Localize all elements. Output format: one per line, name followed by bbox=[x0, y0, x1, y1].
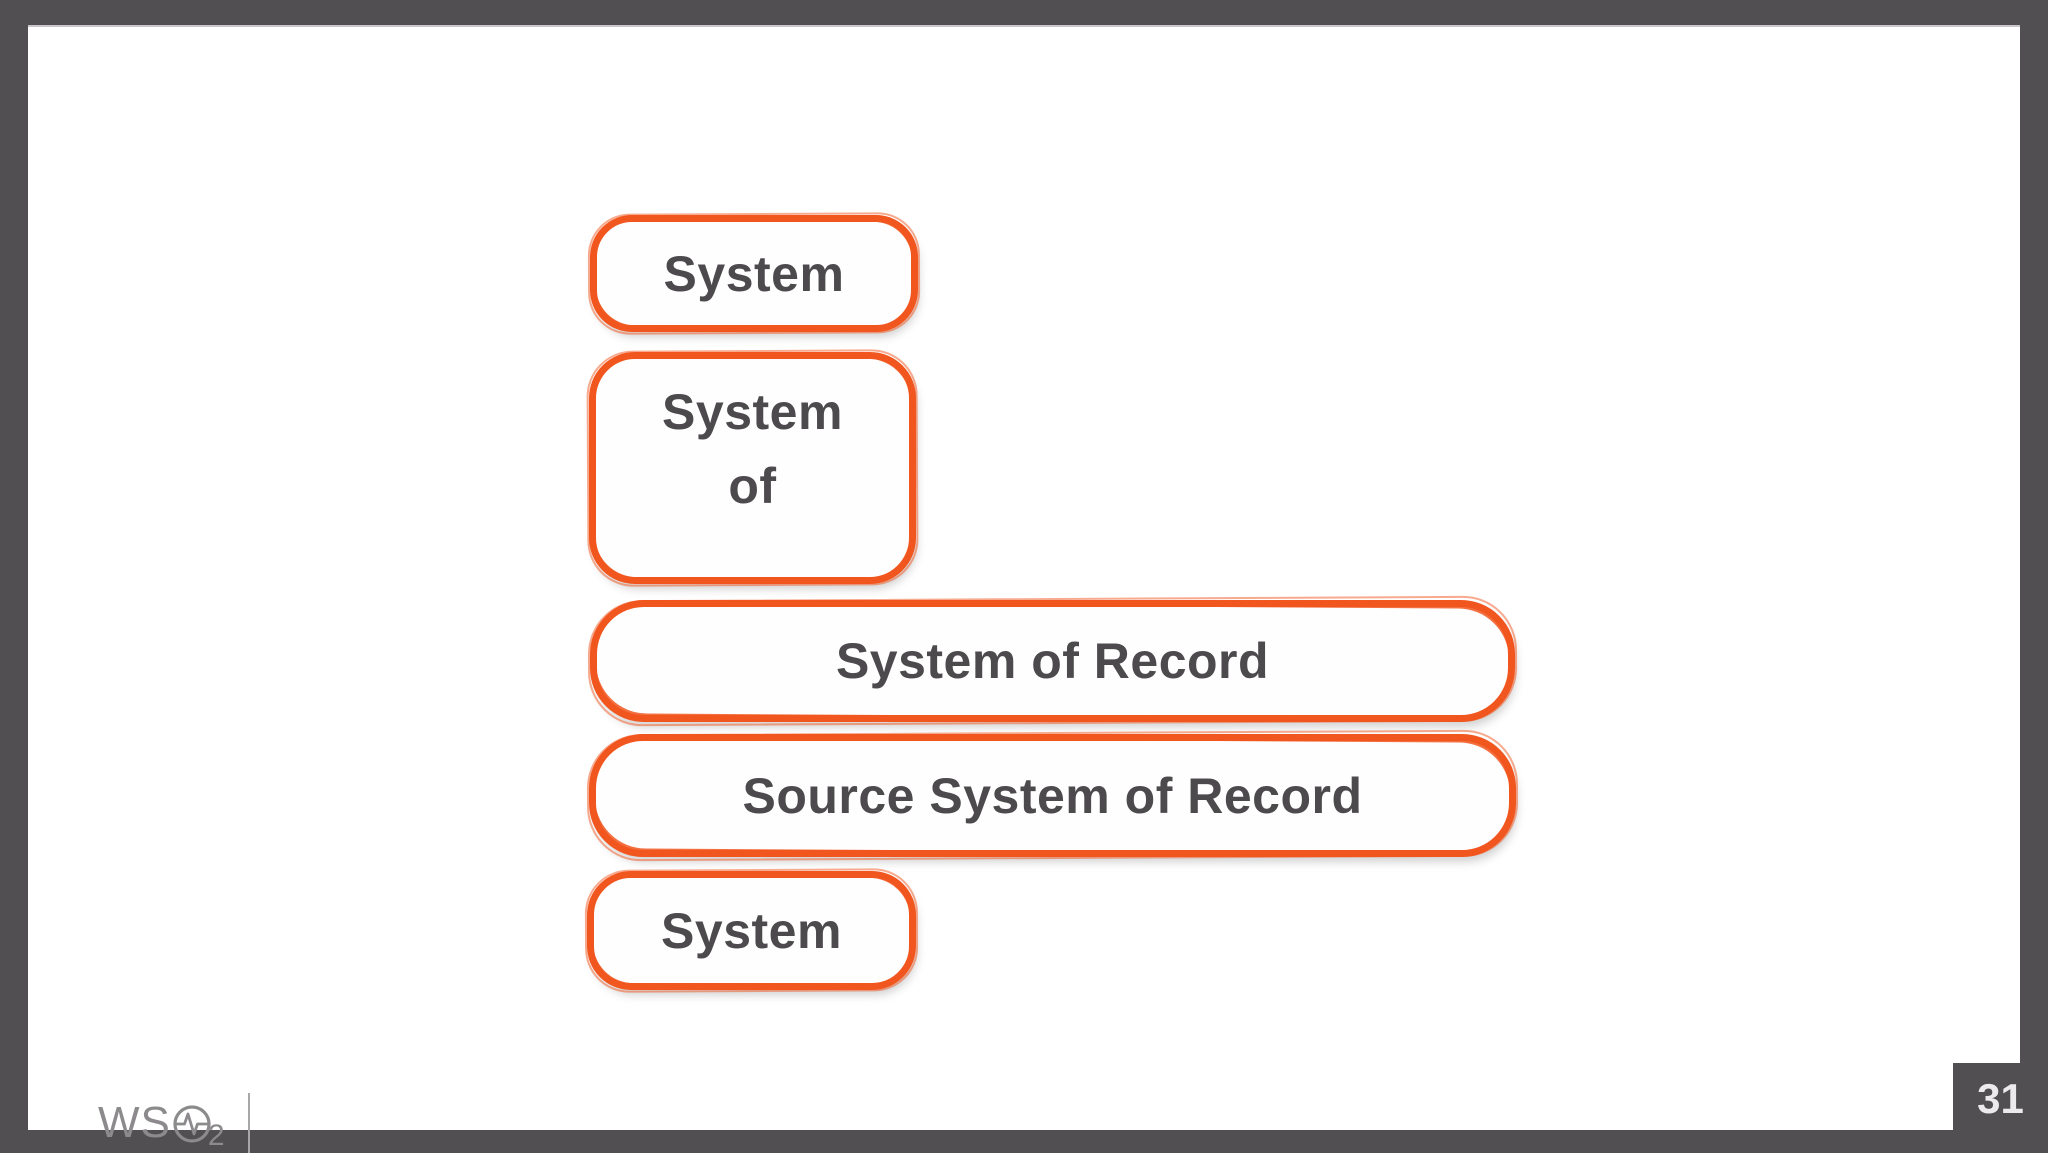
box-label: System bbox=[663, 245, 845, 302]
box-label-line2: of bbox=[728, 458, 777, 514]
logo-subscript-2: 2 bbox=[207, 1119, 226, 1152]
footer-divider bbox=[248, 1093, 250, 1153]
page-number-badge: 31 bbox=[1953, 1063, 2048, 1152]
box-label: System of Record bbox=[835, 633, 1270, 689]
pulse-o-icon bbox=[173, 1105, 211, 1143]
box-label: Source System of Record bbox=[742, 767, 1363, 824]
box-label: System bbox=[661, 902, 842, 959]
page-number: 31 bbox=[1977, 1075, 2024, 1122]
logo-text-ws: WS bbox=[98, 1098, 171, 1147]
box-system-of: System of bbox=[589, 352, 916, 584]
wso2-logo: WS 2 bbox=[98, 1098, 226, 1151]
box-source-system-of-record: Source System of Record bbox=[589, 734, 1516, 857]
box-label-line1: System bbox=[662, 384, 843, 440]
slide-canvas: System System of System of Record Source… bbox=[28, 25, 2020, 1153]
box-system-top: System bbox=[590, 215, 918, 332]
box-system-bottom: System bbox=[587, 871, 916, 990]
box-system-of-record: System of Record bbox=[590, 600, 1515, 722]
